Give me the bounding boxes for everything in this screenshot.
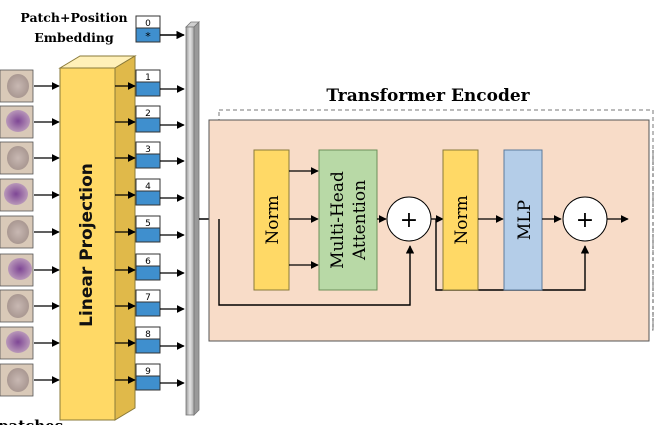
- patch-image: [0, 178, 34, 212]
- linear-projection-label: Linear Projection: [77, 163, 97, 327]
- token-position-index: 9: [145, 367, 151, 377]
- patch-token: 2: [135, 105, 161, 133]
- mlp-block: [503, 149, 543, 291]
- embedding-header-line1: Patch+Position: [20, 10, 127, 25]
- patch-token: 6: [135, 253, 161, 281]
- patch-token: 8: [135, 326, 161, 354]
- class-token-marker: *: [145, 30, 151, 43]
- class-token: 0 *: [135, 15, 161, 43]
- attention-label-line1: Multi-Head: [328, 171, 348, 269]
- patch-column: [0, 69, 34, 397]
- patch-image: [0, 289, 34, 323]
- token-position-index: 2: [145, 109, 151, 119]
- class-token-index: 0: [145, 19, 151, 29]
- linear-projection-block: Linear Projection: [58, 55, 137, 421]
- patch-token: 7: [135, 289, 161, 317]
- encoder-title: Transformer Encoder: [326, 86, 530, 106]
- residual-connection-1: [218, 219, 415, 306]
- add-node-1-symbol: +: [400, 208, 418, 233]
- attention-label-line2: Attention: [350, 180, 370, 261]
- token-position-index: 5: [145, 219, 151, 229]
- token-position-index: 1: [145, 73, 151, 83]
- token-rows: 1 2 3 4 5 6 7 8 9: [34, 69, 185, 391]
- patch-token: 5: [135, 215, 161, 243]
- token-position-index: 8: [145, 330, 151, 340]
- norm-block-1: [253, 149, 290, 291]
- patch-token: 9: [135, 363, 161, 391]
- patch-image: [0, 215, 34, 249]
- norm-block-2: [442, 149, 479, 291]
- patch-image: [0, 141, 34, 175]
- multi-head-attention-block: [318, 149, 378, 291]
- patches-caption: patches: [0, 417, 63, 425]
- patch-image: [0, 253, 34, 287]
- patch-image: [0, 363, 34, 397]
- token-position-index: 3: [145, 145, 151, 155]
- patch-token: 4: [135, 178, 161, 206]
- add-node-2-symbol: +: [576, 208, 594, 233]
- patch-image: [0, 105, 34, 139]
- embedding-bar: [185, 21, 200, 416]
- patch-image: [0, 326, 34, 360]
- token-position-index: 7: [145, 293, 151, 303]
- token-position-index: 6: [145, 257, 151, 267]
- patch-image: [0, 69, 34, 103]
- mlp-label: MLP: [515, 200, 535, 240]
- patch-token: 3: [135, 141, 161, 169]
- norm-1-label: Norm: [263, 195, 283, 244]
- embedding-header-line2: Embedding: [34, 30, 114, 45]
- token-position-index: 4: [145, 182, 151, 192]
- norm-2-label: Norm: [452, 195, 472, 244]
- patch-token: 1: [135, 69, 161, 97]
